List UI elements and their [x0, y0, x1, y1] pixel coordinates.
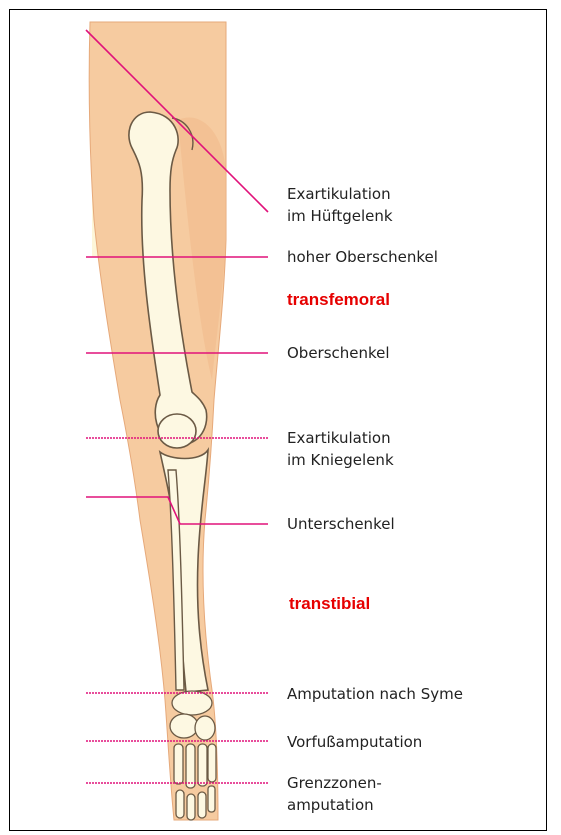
- label-high-thigh: hoher Oberschenkel: [287, 246, 438, 268]
- label-lower-leg: Unterschenkel: [287, 513, 395, 535]
- label-syme: Amputation nach Syme: [287, 683, 463, 705]
- region-transtibial: transtibial: [289, 594, 370, 614]
- label-knee-exarticulation: Exartikulation im Kniegelenk: [287, 427, 394, 471]
- label-thigh: Oberschenkel: [287, 342, 390, 364]
- patella-bone: [158, 414, 196, 448]
- label-hip-exarticulation: Exartikulation im Hüftgelenk: [287, 183, 393, 227]
- label-forefoot: Vorfußamputation: [287, 731, 422, 753]
- region-transfemoral: transfemoral: [287, 290, 390, 310]
- label-border-zone: Grenzzonen- amputation: [287, 772, 382, 816]
